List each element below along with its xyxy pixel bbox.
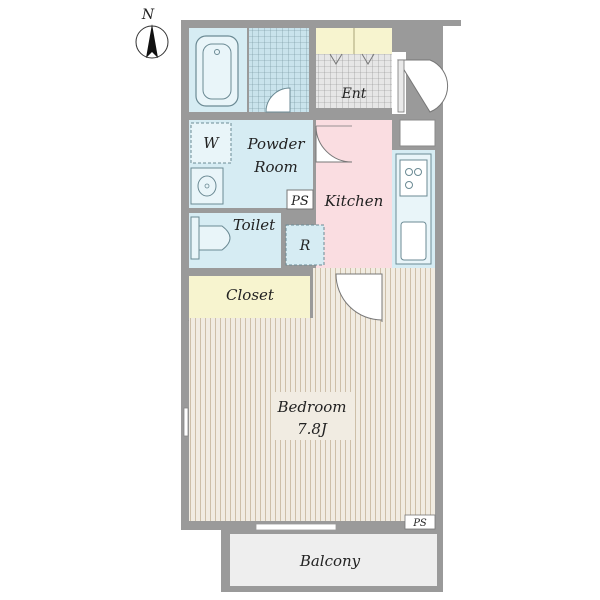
washer-space (190, 122, 232, 164)
north-arrow-icon (146, 24, 158, 58)
kitchen-door-swing (315, 125, 353, 163)
bathtub-icon (195, 35, 239, 107)
vanity-icon (190, 167, 224, 205)
bedroom: Bedroom 7.8J PS (183, 268, 436, 531)
toilet-label: Toilet (233, 216, 276, 234)
stove-icon (399, 159, 428, 197)
bathroom (189, 28, 309, 113)
bedroom-label-box (272, 392, 352, 440)
powder-room-label-1: Powder (246, 135, 305, 153)
bath-door-swing (265, 87, 291, 113)
entrance-label: Ent (341, 86, 367, 102)
toilet-icon (198, 225, 231, 251)
sink-icon (400, 221, 427, 261)
compass: N (135, 7, 169, 59)
kitchen-counter (392, 150, 435, 268)
refrigerator-label: R (299, 238, 311, 254)
toilet-room: Toilet (189, 213, 281, 268)
refrigerator-space (285, 224, 325, 266)
pipe-space-label: PS (290, 194, 309, 209)
closet-label: Closet (226, 286, 275, 304)
balcony-label: Balcony (299, 552, 361, 570)
kitchen-label: Kitchen (324, 192, 384, 210)
powder-room-label-2: Room (253, 158, 298, 176)
pipe-space-balcony-label: PS (412, 518, 427, 529)
balcony: Balcony (221, 530, 443, 592)
entrance: Ent (316, 28, 392, 114)
entry-door-swing (397, 59, 449, 113)
bedroom-label: Bedroom (277, 398, 347, 416)
entry-door (392, 52, 449, 147)
washer-label: W (203, 134, 220, 152)
closet: Closet (188, 276, 310, 331)
bedroom-size-label: 7.8J (297, 420, 328, 438)
kitchen: PS Kitchen R (285, 120, 392, 268)
north-label: N (141, 7, 155, 23)
